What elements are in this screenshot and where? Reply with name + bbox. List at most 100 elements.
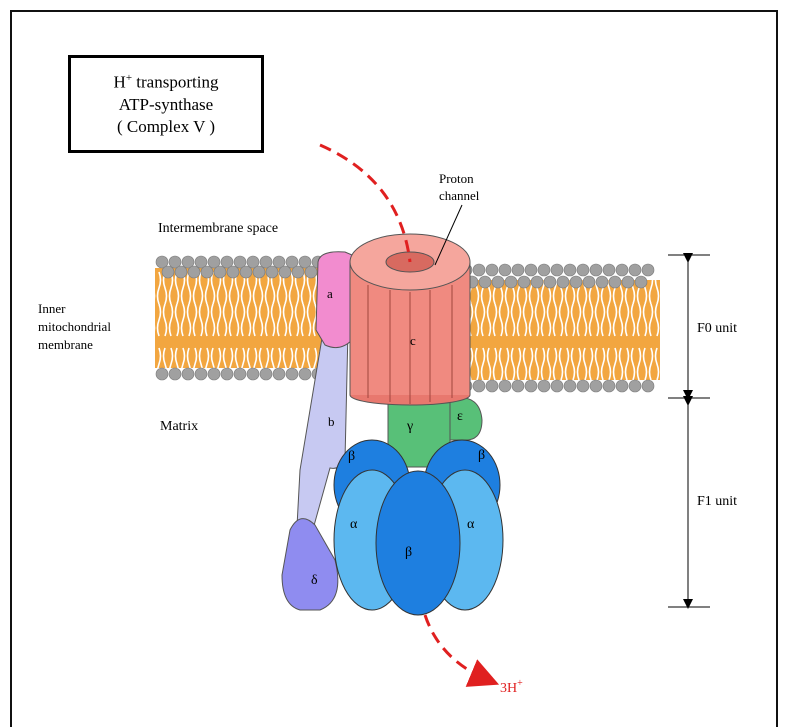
subunit-delta-label: δ: [311, 573, 318, 588]
lipid-head: [583, 276, 595, 288]
lipid-head: [505, 276, 517, 288]
lipid-head: [525, 380, 537, 392]
lipid-head: [622, 276, 634, 288]
lipid-head: [266, 266, 278, 278]
lipid-head: [590, 264, 602, 276]
lipid-head: [273, 368, 285, 380]
lipid-head: [616, 264, 628, 276]
lipid-head: [240, 266, 252, 278]
lipid-head: [221, 368, 233, 380]
delta-subunit: [282, 519, 338, 610]
lipid-head: [195, 368, 207, 380]
f1-unit-label: F1 unit: [697, 494, 737, 509]
lipid-head: [169, 368, 181, 380]
lipid-head: [188, 266, 200, 278]
lipid-head: [279, 266, 291, 278]
epsilon-subunit: [450, 398, 482, 440]
lipid-head: [247, 368, 259, 380]
lipid-head: [577, 380, 589, 392]
lipid-head: [473, 264, 485, 276]
lipid-head: [512, 264, 524, 276]
lipid-head: [551, 380, 563, 392]
inner-membrane-label-2: mitochondrial: [38, 319, 111, 334]
lipid-head: [175, 266, 187, 278]
subunit-beta-center-label: β: [405, 545, 412, 560]
lipid-head: [214, 266, 226, 278]
lipid-head: [518, 276, 530, 288]
subunit-alpha-right-label: α: [467, 517, 475, 532]
lipid-head: [286, 368, 298, 380]
subunit-alpha-left-label: α: [350, 517, 358, 532]
lipid-head: [596, 276, 608, 288]
lipid-head: [234, 368, 246, 380]
lipid-head: [531, 276, 543, 288]
inner-membrane-label-3: membrane: [38, 337, 93, 352]
lipid-head: [182, 368, 194, 380]
subunit-gamma-label: γ: [406, 419, 413, 434]
lipid-head: [603, 380, 615, 392]
lipid-tails-right: [460, 280, 660, 380]
lipid-head: [538, 264, 550, 276]
lipid-head: [629, 380, 641, 392]
proton-output-text: 3H: [500, 681, 517, 696]
lipid-head: [544, 276, 556, 288]
subunit-beta-right-label: β: [478, 448, 485, 463]
dimension-markers: [668, 255, 710, 607]
subunit-epsilon-label: ε: [457, 409, 463, 424]
lipid-head: [486, 380, 498, 392]
subunit-a-label: a: [327, 286, 333, 301]
lipid-head: [629, 264, 641, 276]
lipid-head: [525, 264, 537, 276]
lipid-head: [162, 266, 174, 278]
lipid-head: [227, 266, 239, 278]
lipid-head: [499, 264, 511, 276]
lipid-head: [564, 264, 576, 276]
lipid-head: [253, 266, 265, 278]
lipid-head: [486, 264, 498, 276]
intermembrane-space-label: Intermembrane space: [158, 221, 278, 236]
lipid-head: [590, 380, 602, 392]
beta-center: [376, 471, 460, 615]
matrix-label: Matrix: [160, 419, 198, 434]
lipid-head: [577, 264, 589, 276]
lipid-tails-left: [155, 268, 335, 368]
lipid-head: [260, 368, 272, 380]
inner-membrane-label-1: Inner: [38, 301, 66, 316]
subunit-beta-left-label: β: [348, 449, 355, 464]
lipid-head: [512, 380, 524, 392]
membrane-left: [155, 256, 335, 380]
lipid-head: [635, 276, 647, 288]
lipid-head: [299, 368, 311, 380]
a-subunit: [316, 252, 352, 348]
lipid-head: [479, 276, 491, 288]
lipid-head: [551, 264, 563, 276]
proton-output-sup: +: [517, 678, 523, 689]
lipid-head: [609, 276, 621, 288]
lipid-head: [642, 380, 654, 392]
lipid-head: [492, 276, 504, 288]
lipid-heads-right-bottom: [460, 380, 654, 392]
lipid-heads-left-bottom: [156, 368, 324, 380]
lipid-head: [201, 266, 213, 278]
lipid-head: [538, 380, 550, 392]
proton-out-arrow: [425, 615, 488, 680]
lipid-head: [570, 276, 582, 288]
lipid-head: [208, 368, 220, 380]
f0-unit-label: F0 unit: [697, 321, 737, 336]
lipid-head: [603, 264, 615, 276]
membrane-right: [460, 264, 660, 392]
proton-channel-label-1: Proton: [439, 171, 474, 186]
subunit-c-label: c: [410, 333, 416, 348]
proton-output-label: 3H+: [500, 678, 523, 696]
lipid-head: [499, 380, 511, 392]
lipid-head: [156, 368, 168, 380]
lipid-head: [473, 380, 485, 392]
lipid-head: [642, 264, 654, 276]
proton-channel-label-2: channel: [439, 188, 480, 203]
lipid-head: [557, 276, 569, 288]
lipid-head: [305, 266, 317, 278]
subunit-b-label: b: [328, 414, 335, 429]
lipid-head: [564, 380, 576, 392]
lipid-head: [292, 266, 304, 278]
